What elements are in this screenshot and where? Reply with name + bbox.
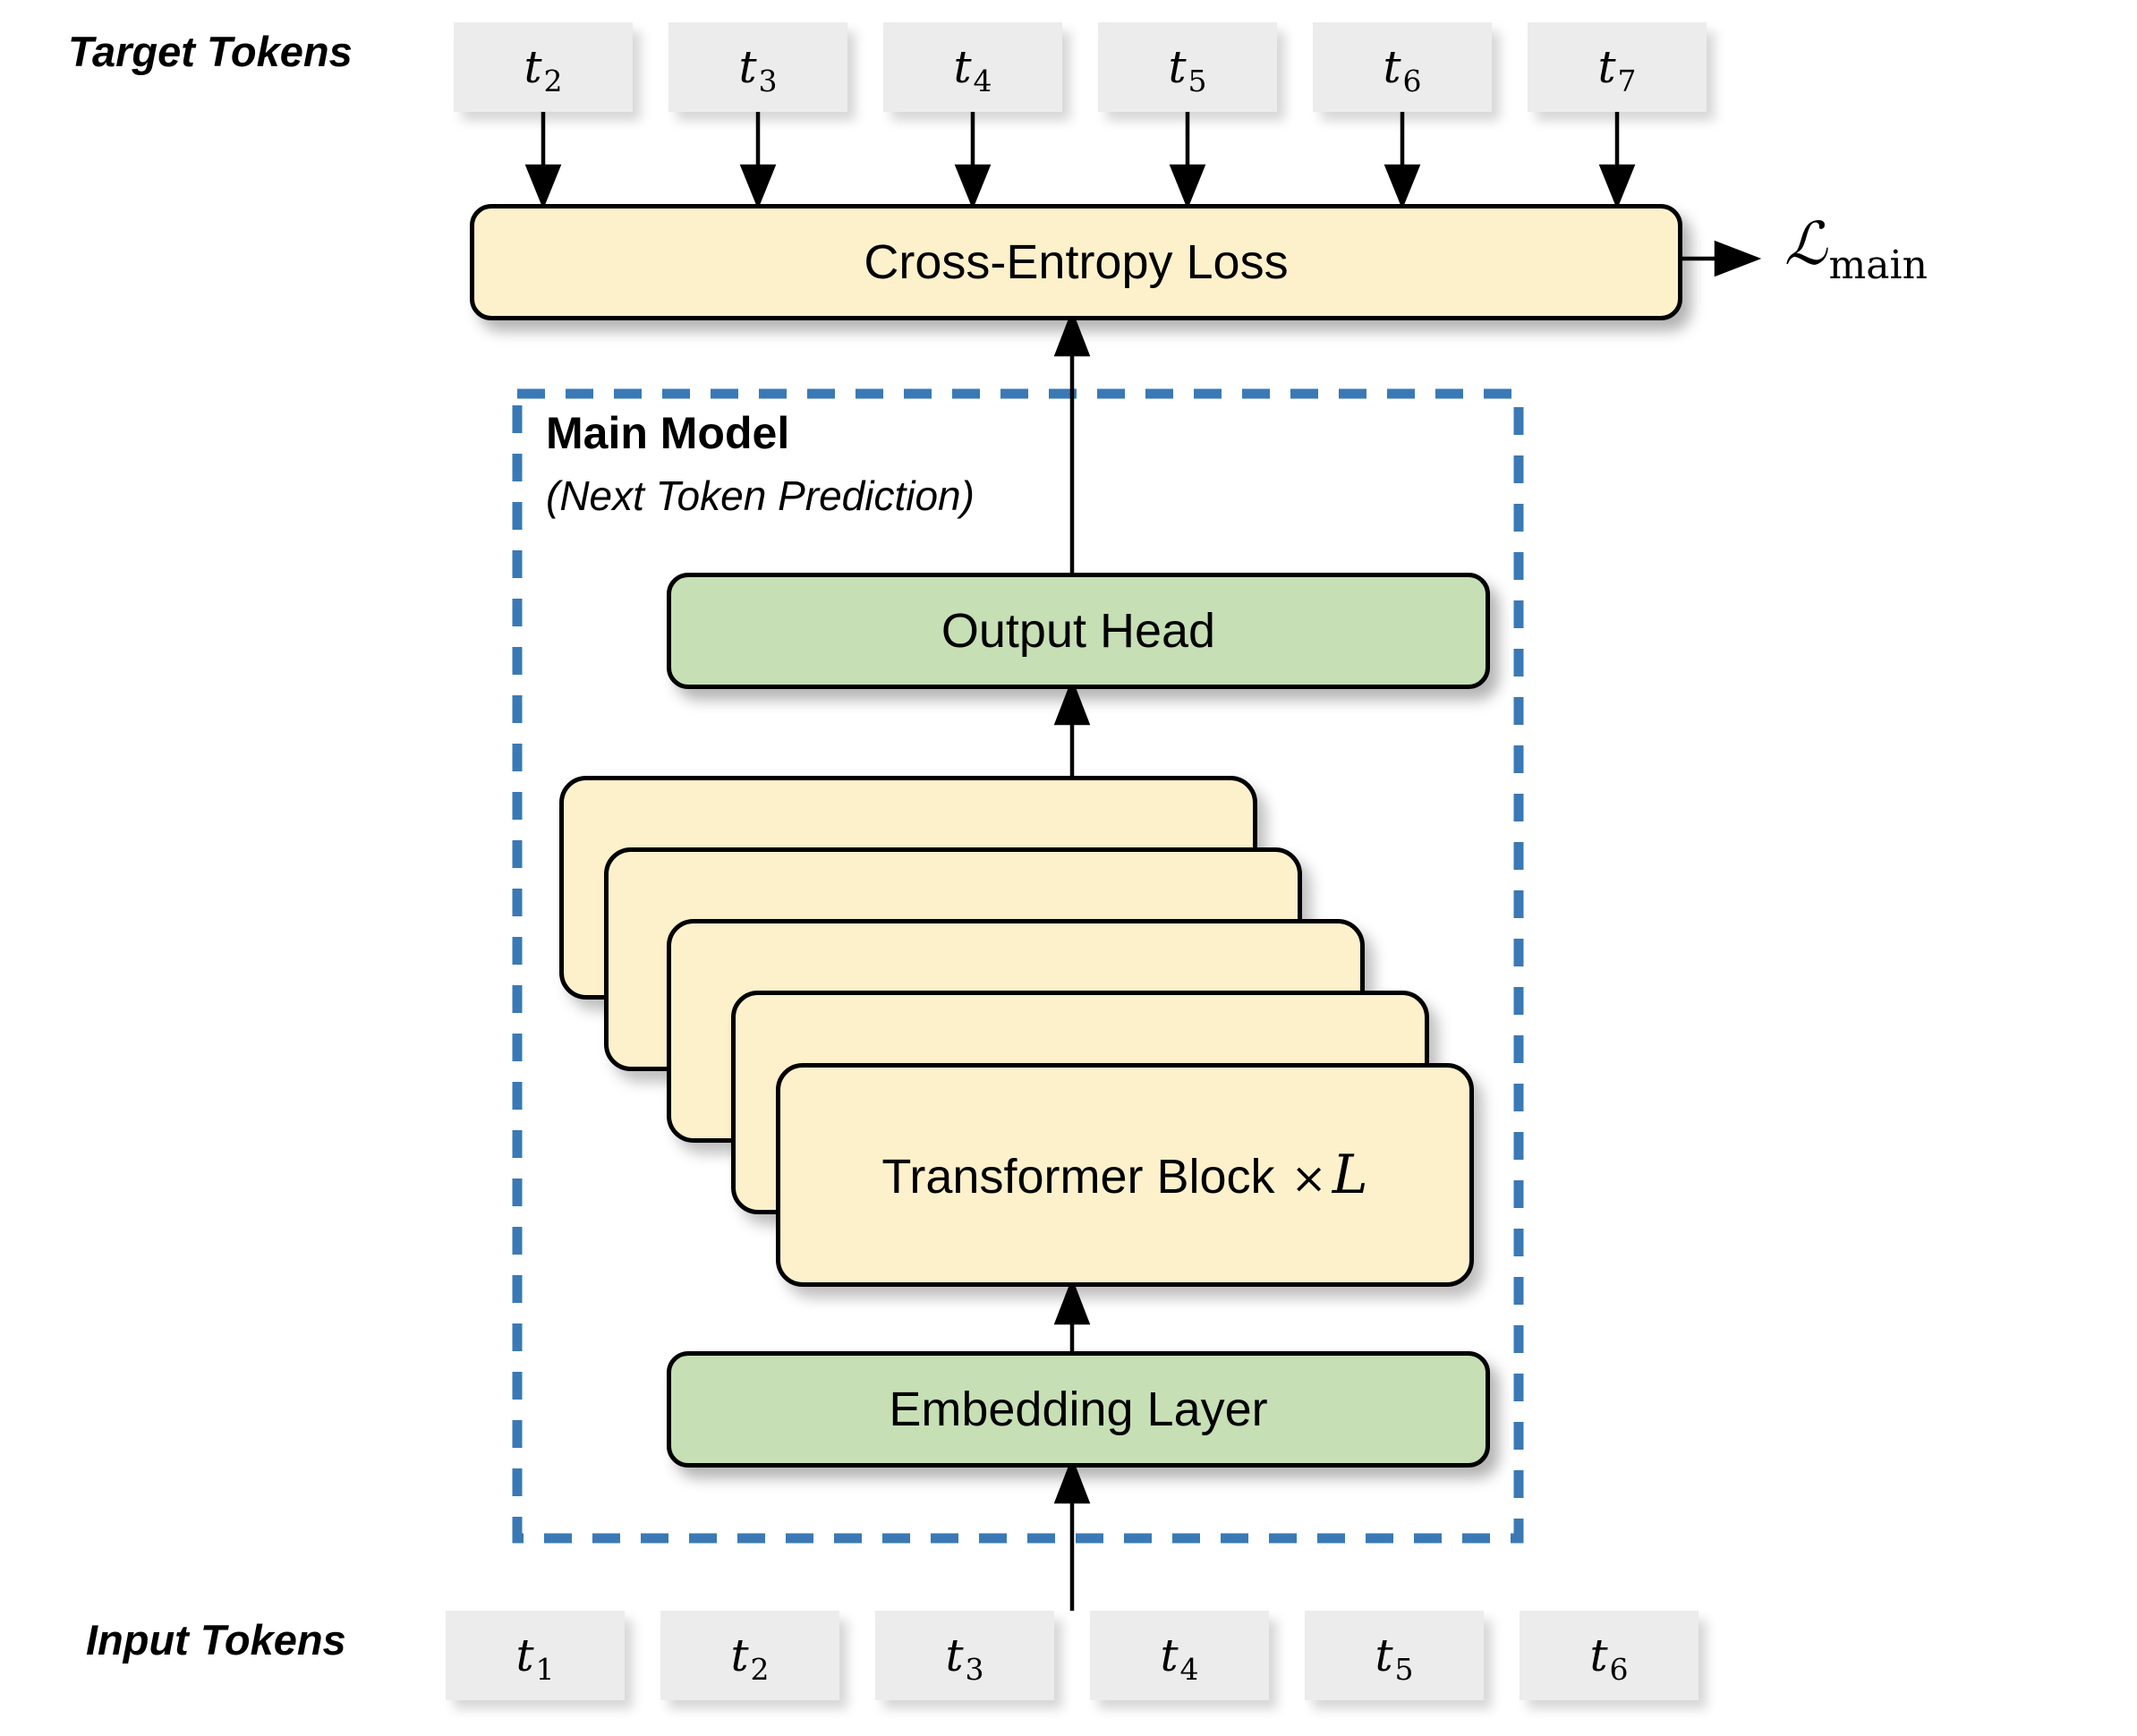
token-subscript: 5 [1394,1651,1414,1687]
token-symbol: t [738,41,757,93]
cross-entropy-loss-label: Cross-Entropy Loss [864,235,1289,289]
token-subscript: 6 [1402,63,1422,98]
token-subscript: 2 [750,1651,770,1687]
target-arrows [524,112,1636,209]
token-symbol: t [1589,1630,1608,1681]
down-arrow-icon [954,164,992,209]
main-model-title: Main Model [546,408,790,458]
right-arrow-icon [1714,240,1762,277]
token-symbol: t [953,41,972,93]
token-symbol: t [1168,41,1187,93]
cross-entropy-loss-box: Cross-Entropy Loss [470,204,1682,320]
token-symbol: t [730,1630,749,1681]
token-subscript: 6 [1609,1651,1629,1687]
main-model-dashed-border [512,388,1524,1544]
down-arrow-icon [1598,164,1636,209]
token-subscript: 7 [1617,63,1637,98]
token-subscript: 4 [973,63,992,98]
token-symbol: t [515,1630,534,1681]
input-tokens-label: Input Tokens [86,1616,346,1664]
token-subscript: 3 [965,1651,984,1687]
transformer-block-label: Transformer Block ×L [881,1144,1367,1206]
token-subscript: 5 [1188,63,1207,98]
main-model-caption: Main Model (Next Token Prediction) [546,401,975,525]
token-symbol: t [1383,41,1401,93]
output-head-box: Output Head [667,573,1490,689]
up-arrow-icon [1053,677,1091,726]
up-arrow-icon [1053,309,1091,357]
token-symbol: t [524,41,542,93]
embedding-layer-label: Embedding Layer [889,1383,1268,1436]
token-symbol: t [1160,1630,1179,1681]
token-subscript: 1 [535,1651,555,1687]
transformer-block-front: Transformer Block ×L [776,1063,1474,1287]
down-arrow-icon [1384,164,1421,209]
embedding-layer-box: Embedding Layer [667,1351,1490,1468]
layer-count-symbol: L [1332,1144,1368,1206]
script-L-symbol: ℒ [1784,209,1827,278]
loss-output-symbol: ℒmain [1784,215,1928,285]
token-subscript: 4 [1179,1651,1199,1687]
output-head-label: Output Head [941,604,1216,658]
spine-arrows [1053,309,1091,1611]
token-symbol: t [945,1630,964,1681]
up-arrow-icon [1053,1456,1091,1504]
loss-arrow [1673,240,1762,277]
token-symbol: t [1375,1630,1393,1681]
down-arrow-icon [739,164,777,209]
times-symbol: × [1290,1153,1327,1204]
loss-subscript: main [1828,243,1928,288]
up-arrow-icon [1053,1277,1091,1325]
token-subscript: 2 [543,63,563,98]
transformer-block-text: Transformer Block [881,1150,1275,1204]
token-subscript: 3 [758,63,778,98]
main-model-subtitle: (Next Token Prediction) [546,472,975,519]
down-arrow-icon [1169,164,1206,209]
token-symbol: t [1597,41,1616,93]
down-arrow-icon [524,164,562,209]
target-tokens-label: Target Tokens [68,28,353,75]
